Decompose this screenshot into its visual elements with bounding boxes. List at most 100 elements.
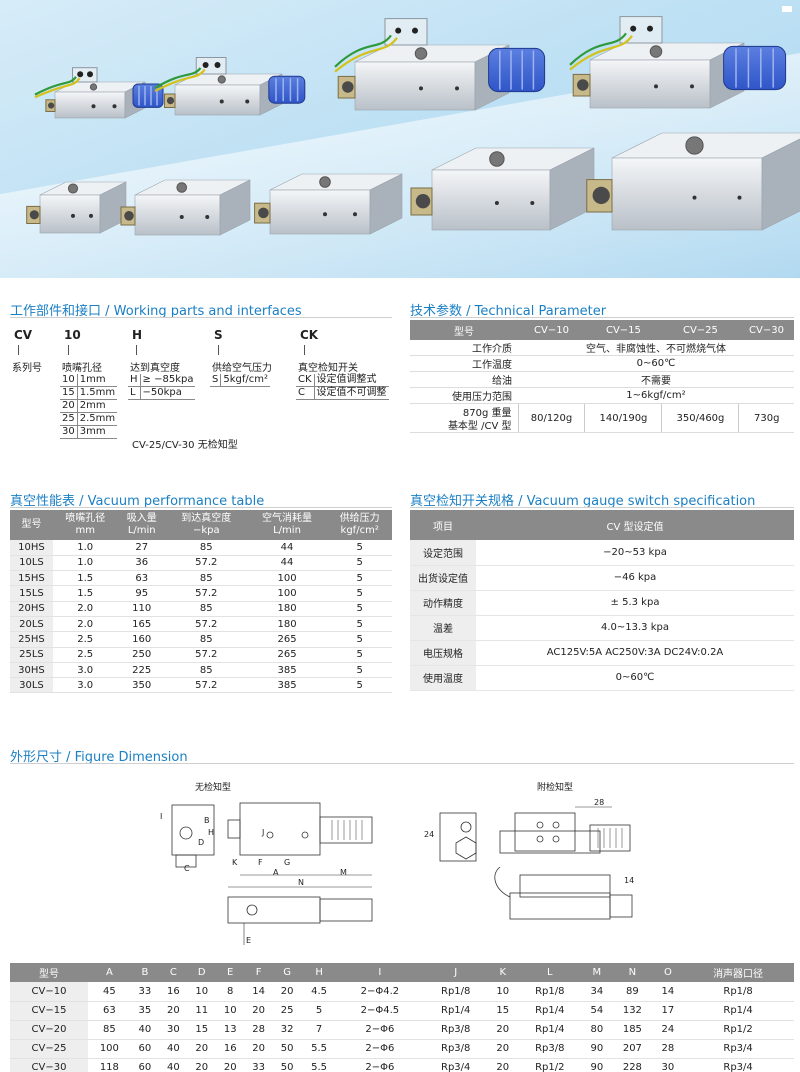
option-value: 2.5mm [77,412,118,426]
dimension-label: G [284,858,290,867]
table-cell: 100 [246,585,328,602]
table-cell: Rp3/8 [422,1039,489,1059]
table-cell: 80 [582,1020,612,1040]
model-code-segment: CV [14,328,33,342]
table-cell: Rp3/8 [516,1039,583,1059]
table-cell: Rp1/8 [682,982,794,1002]
product-illustration [26,16,800,236]
model-code-segment: S [214,328,223,342]
table-cell: 4.5 [301,982,337,1002]
table-cell: 14 [653,982,683,1002]
table-cell: 5 [327,570,392,587]
table-cell: 8 [216,982,245,1002]
table-cell: Rp3/8 [422,1020,489,1040]
table-cell: 89 [611,982,654,1002]
table-cell: 40 [159,1039,188,1059]
table-cell: 20 [488,1058,517,1072]
table-cell: 17 [653,1001,683,1021]
section-title-working-parts: 工作部件和接口 / Working parts and interfaces [10,304,302,319]
option-row: L−50kpa [128,386,196,400]
table-cell: 57.2 [165,585,247,602]
header-unit: −kpa [192,525,220,536]
dimension-label: D [198,838,204,847]
header-line: 供给压力 [339,513,380,524]
table-cell: 28 [244,1020,273,1040]
table-cell: 50 [272,1058,302,1072]
table-cell: 45 [88,982,131,1002]
table-cell: 1.0 [52,540,118,556]
table-cell: 2.5 [52,631,118,648]
section-title-technical-parameter: 技术参数 / Technical Parameter [410,304,607,319]
table-cell: 27 [117,540,166,556]
table-cell: 85 [88,1020,131,1040]
table-cell: 36 [117,555,166,572]
column-header: N [611,963,654,982]
table-cell: 1.5 [52,570,118,587]
table-cell: 57.2 [165,555,247,572]
header-line: 吸入量 [126,513,157,524]
table-cell: 25LS [10,647,53,663]
dimension-label: J [261,828,264,837]
table-cell: 95 [117,585,166,602]
product-photo [0,0,800,278]
table-cell: 90 [582,1039,612,1059]
column-header: CV−10 [518,320,585,340]
table-cell: 20LS [10,616,53,633]
model-code-label: 供给空气压力 [212,363,272,374]
table-cell: 10 [488,982,517,1002]
column-header: L [516,963,583,982]
table-cell: 24 [653,1020,683,1040]
option-value: 1mm [77,374,118,387]
table-cell: 85 [165,540,247,556]
valve-body [120,179,251,236]
table-cell: Rp3/4 [422,1058,489,1072]
column-header: 型号 [10,963,89,982]
column-header: M [582,963,612,982]
model-code-label: 系列号 [12,363,42,374]
table-cell: 10LS [10,555,53,572]
table-cell: 20 [159,1001,188,1021]
table-cell: 90 [582,1058,612,1072]
valve-body [254,173,403,235]
table-cell: 30LS [10,677,53,694]
table-cell: 2−Φ4.5 [336,1001,423,1021]
option-value: ≥ −85kpa [140,374,196,387]
column-header: G [272,963,302,982]
table-cell: 10 [216,1001,245,1021]
drawing-caption-with-switch: 附检知型 [537,783,574,793]
weight-value: 730g [738,403,794,433]
table-cell: 14 [244,982,273,1002]
table-cell: 2−Φ6 [336,1020,423,1040]
valve-body [410,147,595,231]
table-cell: ± 5.3 kpa [476,590,794,616]
table-cell: 44 [246,555,328,572]
table-row: 动作精度± 5.3 kpa [410,590,794,616]
table-cell: 85 [165,662,247,679]
table-cell: 13 [216,1020,245,1040]
column-header: 消声器口径 [682,963,794,982]
table-cell: 100 [246,570,328,587]
option-code: L [128,386,141,400]
table-cell: 15HS [10,570,53,587]
table-cell: 34 [582,982,612,1002]
table-cell: 132 [611,1001,654,1021]
dimension-label: 14 [624,876,634,885]
table-row: 出货设定值−46 kpa [410,565,794,591]
table-cell: Rp1/2 [682,1020,794,1040]
option-code: C [296,386,315,400]
table-cell: 30HS [10,662,53,679]
